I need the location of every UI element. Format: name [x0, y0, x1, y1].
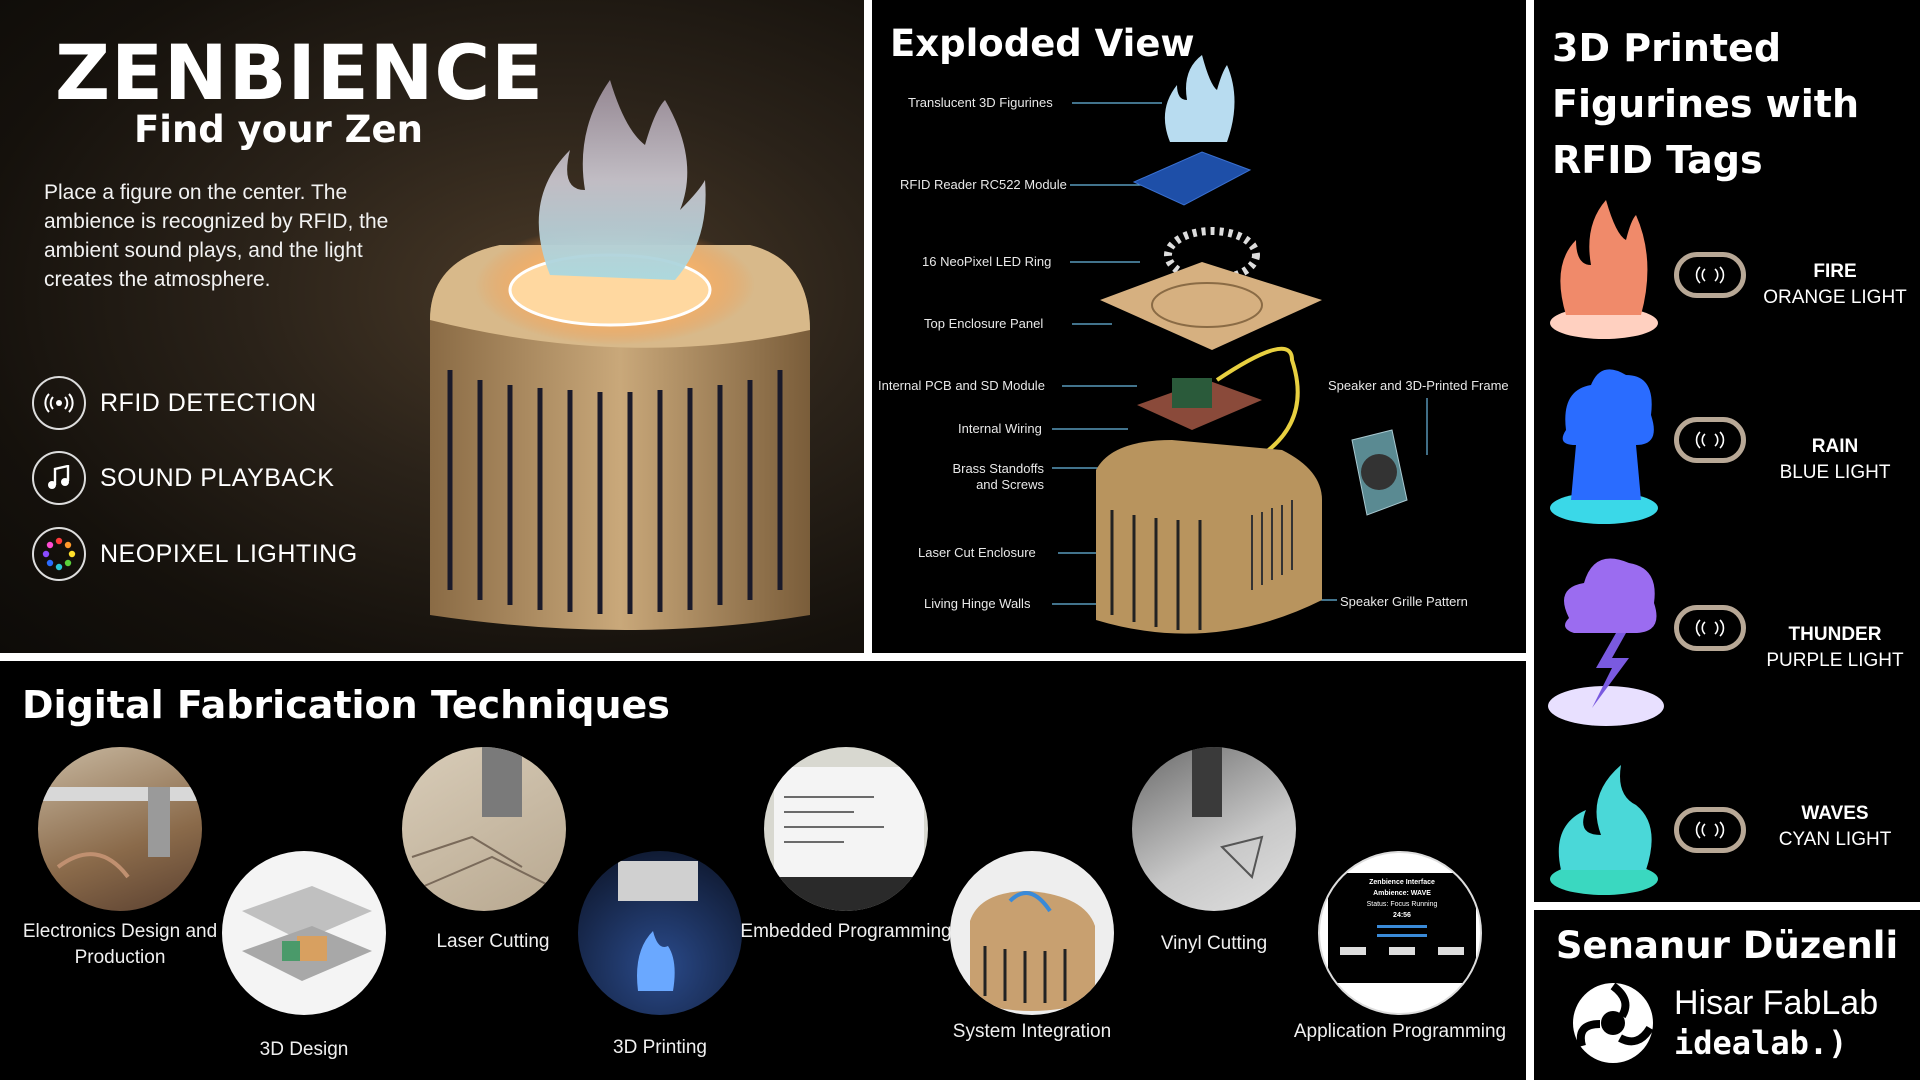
laser-cutting-photo: [402, 747, 566, 911]
neopixel-ring-icon: [32, 527, 86, 581]
tech-label-electronics: Electronics Design and Production: [22, 921, 218, 968]
fire-figurine-image: [1550, 200, 1658, 339]
exploded-diagram: [1052, 55, 1428, 634]
rfid-icon: [32, 376, 86, 430]
tech-label-embedded-programming: Embedded Programming: [740, 921, 952, 942]
embedded-programming-photo: [764, 747, 928, 911]
music-note-icon: [32, 451, 86, 505]
feature-rfid-detection: RFID DETECTION: [32, 376, 317, 430]
callout-led-ring: 16 NeoPixel LED Ring: [922, 254, 1052, 269]
credit-panel: Senanur Düzenli Hisar FabLab idealab.): [1534, 910, 1920, 1080]
callout-top-panel: Top Enclosure Panel: [924, 316, 1044, 331]
techniques-title: Digital Fabrication Techniques: [22, 683, 670, 727]
device-photo: [430, 80, 810, 630]
app-header: Zenbience Interface: [1369, 879, 1435, 886]
exploded-view-panel: Exploded View Translucent 3D Figurines R…: [872, 0, 1526, 653]
thunder-figurine-image: [1548, 558, 1664, 726]
callout-rfid-reader: RFID Reader RC522 Module: [900, 177, 1067, 192]
waves-figurine-image: [1550, 765, 1658, 895]
figurine-light: ORANGE LIGHT: [1763, 287, 1907, 308]
figurine-light: CYAN LIGHT: [1778, 829, 1892, 850]
figurine-thunder: THUNDER PURPLE LIGHT: [1534, 548, 1920, 726]
figurine-waves: WAVES CYAN LIGHT: [1534, 755, 1920, 902]
exploded-view-title: Exploded View: [890, 22, 1195, 65]
callout-standoffs: Brass Standoffs and Screws: [952, 461, 1044, 492]
figurine-name: RAIN: [1811, 436, 1859, 457]
figurine-light: BLUE LIGHT: [1779, 462, 1891, 483]
callout-enclosure: Laser Cut Enclosure: [918, 545, 1036, 560]
app-timer: 24:56: [1393, 912, 1411, 919]
callout-speaker-grille: Speaker Grille Pattern: [1340, 594, 1468, 609]
electronics-photo: [38, 747, 202, 911]
feature-label: RFID DETECTION: [100, 388, 317, 417]
feature-sound-playback: SOUND PLAYBACK: [32, 451, 334, 505]
author-name: Senanur Düzenli: [1555, 924, 1899, 967]
feature-neopixel-lighting: NEOPIXEL LIGHTING: [32, 527, 358, 581]
callout-hinge-walls: Living Hinge Walls: [924, 596, 1031, 611]
vinyl-cutting-photo: [1132, 747, 1296, 911]
figurine-name: WAVES: [1801, 803, 1869, 824]
rfid-tag-icon: [1674, 807, 1746, 853]
figurines-panel: 3D Printed Figurines with RFID Tags FIRE…: [1534, 0, 1920, 902]
application-programming-photo: Zenbience Interface Ambience: WAVE Statu…: [1318, 851, 1482, 1015]
tech-label-3d-design: 3D Design: [259, 1039, 349, 1060]
rfid-tag-icon: [1674, 417, 1746, 463]
lab-name: Hisar FabLab: [1674, 984, 1879, 1022]
figurine-rain: RAIN BLUE LIGHT: [1534, 360, 1920, 524]
app-ambience: Ambience: WAVE: [1373, 890, 1431, 897]
3d-printing-photo: [578, 851, 742, 1015]
callout-speaker-frame: Speaker and 3D-Printed Frame: [1328, 378, 1509, 393]
rfid-tag-icon: [1674, 252, 1746, 298]
tech-label-3d-printing: 3D Printing: [613, 1037, 707, 1058]
figurine-name: FIRE: [1813, 261, 1857, 282]
callout-figurines: Translucent 3D Figurines: [908, 95, 1053, 110]
lab-subname: idealab.): [1674, 1024, 1848, 1062]
tech-label-laser-cutting: Laser Cutting: [436, 931, 550, 952]
app-screenshot: Zenbience Interface Ambience: WAVE Statu…: [1328, 873, 1476, 983]
brand-subtitle: Find your Zen: [134, 108, 423, 151]
techniques-panel: Digital Fabrication Techniques Electroni…: [0, 661, 1526, 1080]
brand-title: ZENBIENCE: [55, 28, 545, 117]
feature-label: NEOPIXEL LIGHTING: [100, 539, 358, 568]
figurine-name: THUNDER: [1788, 624, 1882, 645]
figurine-light: PURPLE LIGHT: [1766, 650, 1904, 671]
callout-wiring: Internal Wiring: [958, 421, 1042, 436]
hero-description: Place a figure on the center. The ambien…: [44, 181, 389, 291]
figurine-fire: FIRE ORANGE LIGHT: [1534, 195, 1920, 355]
rain-figurine-image: [1550, 369, 1658, 524]
rfid-tag-icon: [1674, 605, 1746, 651]
system-integration-photo: [950, 851, 1114, 1015]
tech-label-system-integration: System Integration: [952, 1021, 1112, 1042]
tech-label-vinyl-cutting: Vinyl Cutting: [1160, 933, 1268, 954]
callout-pcb-sd: Internal PCB and SD Module: [878, 378, 1045, 393]
tech-label-application-programming: Application Programming: [1293, 1021, 1507, 1042]
fablab-logo-icon: [1573, 982, 1654, 1063]
feature-label: SOUND PLAYBACK: [100, 463, 335, 492]
figurines-title: 3D Printed Figurines with RFID Tags: [1552, 26, 1860, 182]
3d-design-photo: [222, 851, 386, 1015]
hero-panel: ZENBIENCE Find your Zen Place a figure o…: [0, 0, 864, 653]
app-status: Status: Focus Running: [1366, 901, 1438, 908]
